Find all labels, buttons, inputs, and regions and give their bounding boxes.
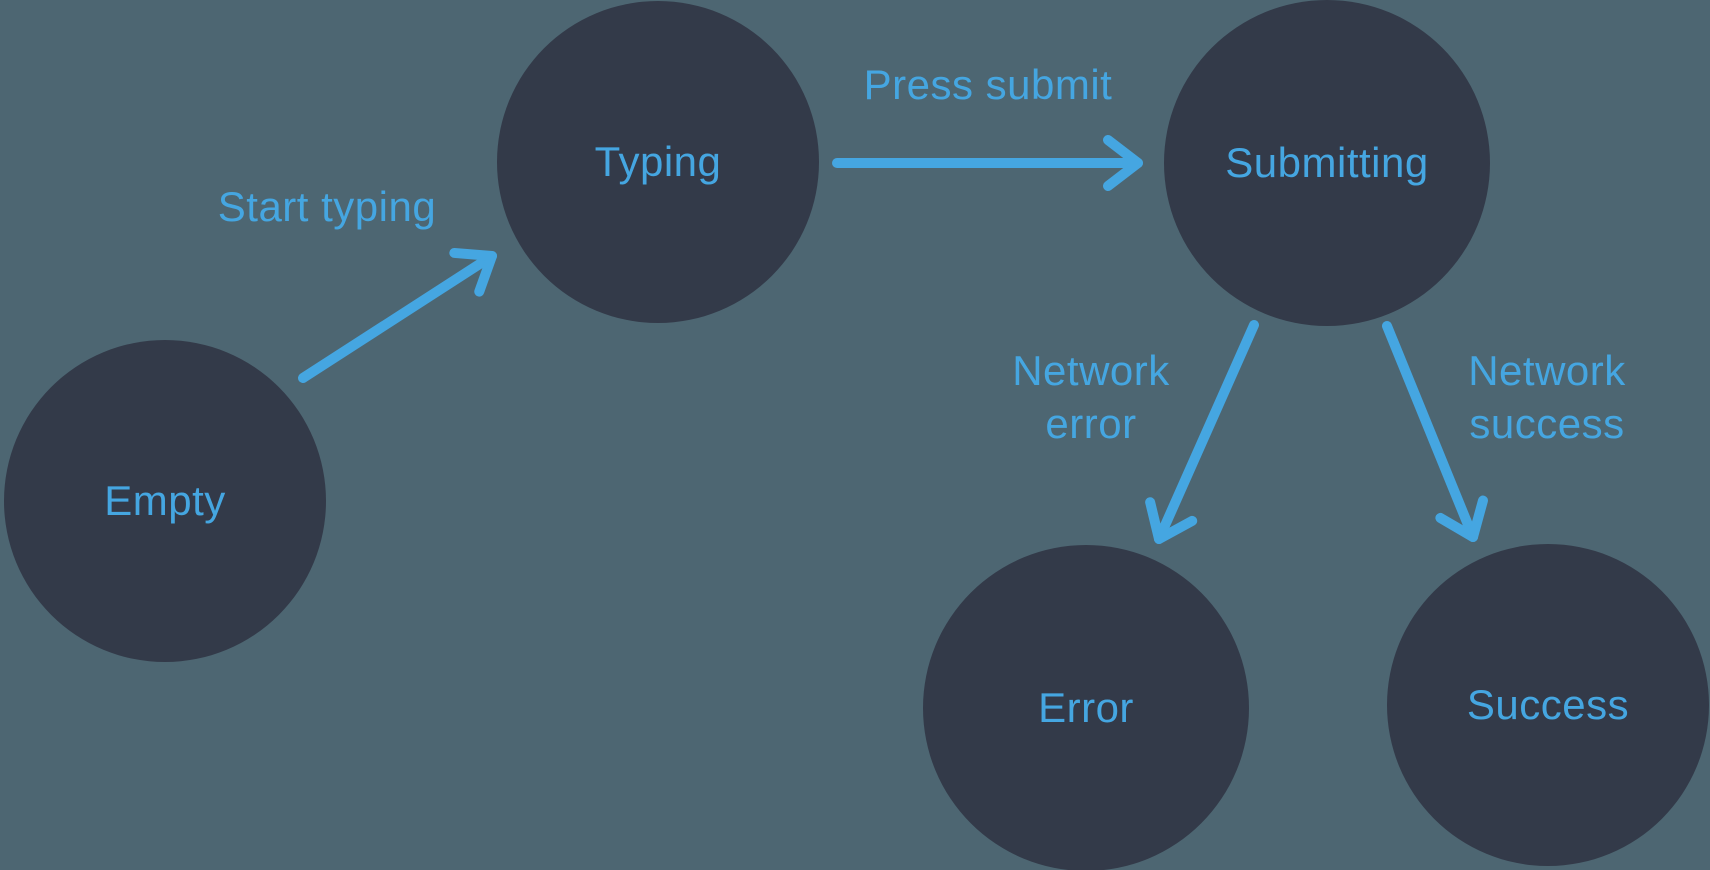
transition-label-network-success: Network success	[1468, 347, 1626, 447]
arrow-start-typing	[298, 247, 497, 383]
state-label-empty: Empty	[104, 477, 226, 524]
state-label-submitting: Submitting	[1225, 139, 1429, 186]
state-node-success: Success	[1387, 544, 1709, 866]
state-node-typing: Typing	[497, 1, 819, 323]
state-label-success: Success	[1466, 681, 1630, 728]
transition-label-network-error: Network error	[1012, 347, 1170, 447]
state-label-error: Error	[1038, 684, 1134, 731]
transition-label-start-typing: Start typing	[217, 183, 437, 230]
state-label-typing: Typing	[594, 138, 722, 185]
state-node-submitting: Submitting	[1164, 0, 1490, 326]
transition-label-press-submit: Press submit	[863, 61, 1113, 108]
state-node-error: Error	[923, 545, 1249, 870]
state-node-empty: Empty	[4, 340, 326, 662]
